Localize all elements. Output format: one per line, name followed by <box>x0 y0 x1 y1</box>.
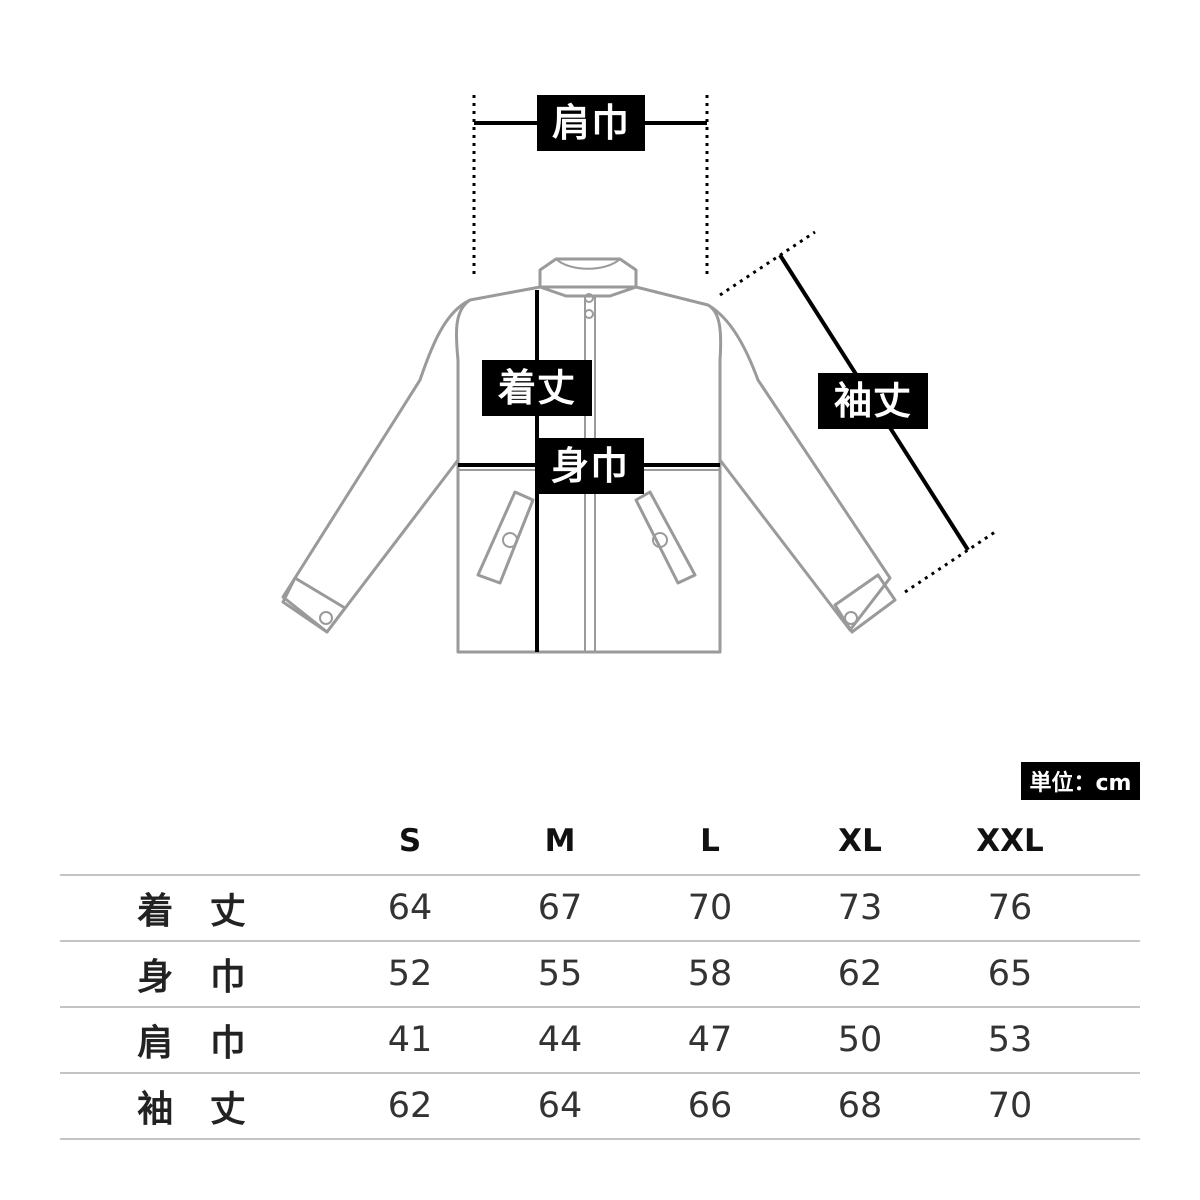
table-header-blank <box>60 808 335 876</box>
table-cell: 62 <box>335 1073 485 1140</box>
table-header-trailing <box>1085 808 1140 876</box>
jacket-measurement-diagram <box>281 95 999 654</box>
table-cell: 62 <box>785 941 935 1008</box>
table-cell-trailing <box>1085 875 1140 942</box>
table-header-row: S M L XL XXL <box>60 808 1140 876</box>
size-header-m: M <box>485 808 635 876</box>
collar-snap-bottom <box>584 309 594 319</box>
row-label-chest: 身 巾 <box>60 941 335 1008</box>
table-cell: 66 <box>635 1073 785 1140</box>
table-cell-trailing <box>1085 941 1140 1008</box>
sleeve-guide-top <box>719 230 816 297</box>
sleeve-label: 袖丈 <box>818 373 928 429</box>
table-cell-trailing <box>1085 1073 1140 1140</box>
shoulder-label: 肩巾 <box>537 95 645 151</box>
right-cuff <box>833 573 897 634</box>
left-sleeve-outline <box>281 298 471 634</box>
table-cell: 76 <box>935 875 1085 942</box>
row-label-shoulder: 肩 巾 <box>60 1007 335 1074</box>
table-row: 袖 丈 62 64 66 68 70 <box>60 1073 1140 1140</box>
right-pocket-button <box>652 532 668 548</box>
table-cell: 41 <box>335 1007 485 1074</box>
table-cell: 50 <box>785 1007 935 1074</box>
row-label-length: 着 丈 <box>60 875 335 942</box>
table-cell: 65 <box>935 941 1085 1008</box>
table-cell: 68 <box>785 1073 935 1140</box>
sleeve-guide-bottom <box>904 528 999 594</box>
row-label-sleeve: 袖 丈 <box>60 1073 335 1140</box>
table-cell: 55 <box>485 941 635 1008</box>
table-cell: 64 <box>335 875 485 942</box>
left-cuff-button <box>319 611 333 625</box>
size-header-xxl: XXL <box>935 808 1085 876</box>
length-label: 着丈 <box>482 360 592 416</box>
jacket-collar-outline <box>538 257 638 298</box>
table-cell: 70 <box>635 875 785 942</box>
table-cell: 52 <box>335 941 485 1008</box>
table-row: 肩 巾 41 44 47 50 53 <box>60 1007 1140 1074</box>
size-header-l: L <box>635 808 785 876</box>
size-table: S M L XL XXL 着 丈 64 67 70 73 76 身 巾 52 5… <box>60 808 1140 1140</box>
unit-badge: 単位：cm <box>1021 762 1140 800</box>
left-pocket-button <box>502 532 518 548</box>
right-sleeve-outline <box>707 303 892 632</box>
chest-label: 身巾 <box>536 438 644 494</box>
table-cell: 67 <box>485 875 635 942</box>
table-cell-trailing <box>1085 1007 1140 1074</box>
table-cell: 64 <box>485 1073 635 1140</box>
left-pocket-flap <box>476 490 535 585</box>
table-cell: 44 <box>485 1007 635 1074</box>
jacket-collar-inner <box>555 258 621 270</box>
right-cuff-button <box>844 611 858 625</box>
table-cell: 73 <box>785 875 935 942</box>
table-cell: 70 <box>935 1073 1085 1140</box>
table-row: 着 丈 64 67 70 73 76 <box>60 875 1140 942</box>
size-header-s: S <box>335 808 485 876</box>
right-pocket-flap <box>634 490 697 585</box>
table-cell: 53 <box>935 1007 1085 1074</box>
size-header-xl: XL <box>785 808 935 876</box>
table-cell: 58 <box>635 941 785 1008</box>
table-cell: 47 <box>635 1007 785 1074</box>
table-row: 身 巾 52 55 58 62 65 <box>60 941 1140 1008</box>
collar-snap-top <box>584 293 594 303</box>
left-cuff <box>281 576 347 634</box>
